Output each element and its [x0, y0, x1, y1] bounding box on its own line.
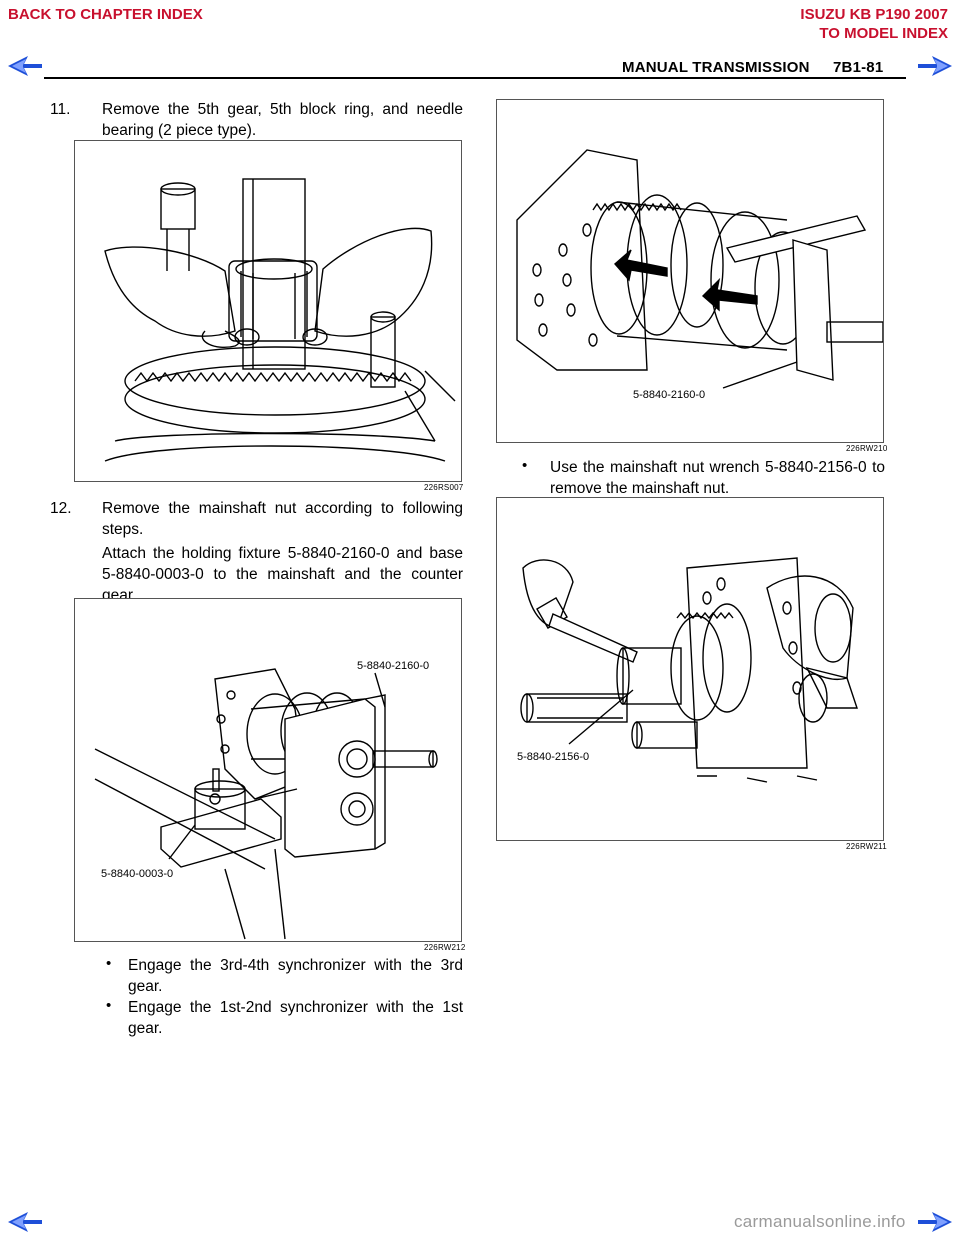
page-number: 7B1-81 [833, 59, 884, 76]
next-page-arrow-icon[interactable] [918, 56, 952, 76]
watermark-text: carmanualsonline.info [734, 1212, 906, 1231]
bullet-2-line1: Engage the 1st-2nd synchronizer with the… [128, 999, 463, 1016]
bullet-1-line1: Engage the 3rd-4th synchronizer with the… [128, 957, 463, 974]
step-11-line1: Remove the 5th gear, 5th block ring, and… [102, 101, 463, 118]
bullet-3-line2: remove the mainshaft nut. [550, 480, 730, 497]
figure-3-code: 226RW210 [846, 444, 888, 453]
figure-2-code: 226RW212 [424, 943, 466, 952]
step-11-line2: bearing (2 piece type). [102, 122, 257, 139]
header-rule [44, 77, 906, 79]
wrench-callout: 5-8840-2156-0 [517, 751, 589, 763]
base-callout: 5-8840-0003-0 [101, 868, 173, 880]
vehicle-link[interactable]: ISUZU KB P190 2007 [800, 6, 948, 23]
step-12-number: 12. [50, 500, 72, 517]
bullet-1-line2: gear. [128, 978, 163, 995]
bullet-dot: • [106, 955, 112, 972]
figure-holding-fixture: 5-8840-2160-0 5-8840-0003-0 [74, 598, 462, 942]
bullet-3-line1: Use the mainshaft nut wrench 5-8840-2156… [550, 459, 885, 476]
to-model-index-link[interactable]: TO MODEL INDEX [819, 25, 948, 42]
fixture-callout: 5-8840-2160-0 [357, 660, 429, 672]
bullet-dot: • [522, 457, 528, 474]
figure-4-code: 226RW211 [846, 842, 887, 851]
figure-5th-gear-removal [74, 140, 462, 482]
step-12-para-line2: 5-8840-0003-0 to the mainshaft and the c… [102, 566, 463, 583]
figure-mainshaft-nut-wrench: 5-8840-2156-0 [496, 497, 884, 841]
step-11-number: 11. [50, 101, 71, 118]
bullet-dot: • [106, 997, 112, 1014]
bullet-2-line2: gear. [128, 1020, 163, 1037]
back-to-chapter-link[interactable]: BACK TO CHAPTER INDEX [8, 6, 203, 23]
figure-fixture-arrows: 5-8840-2160-0 [496, 99, 884, 443]
step-12-line2: steps. [102, 521, 144, 538]
figure-1-code: 226RS007 [424, 483, 464, 492]
next-page-arrow-icon[interactable] [918, 1212, 952, 1232]
fixture-callout: 5-8840-2160-0 [633, 389, 705, 401]
prev-page-arrow-icon[interactable] [8, 56, 42, 76]
section-title: MANUAL TRANSMISSION [622, 59, 810, 76]
prev-page-arrow-icon[interactable] [8, 1212, 42, 1232]
step-12-line1: Remove the mainshaft nut according to fo… [102, 500, 463, 517]
step-12-para-line1: Attach the holding fixture 5-8840-2160-0… [102, 545, 463, 562]
